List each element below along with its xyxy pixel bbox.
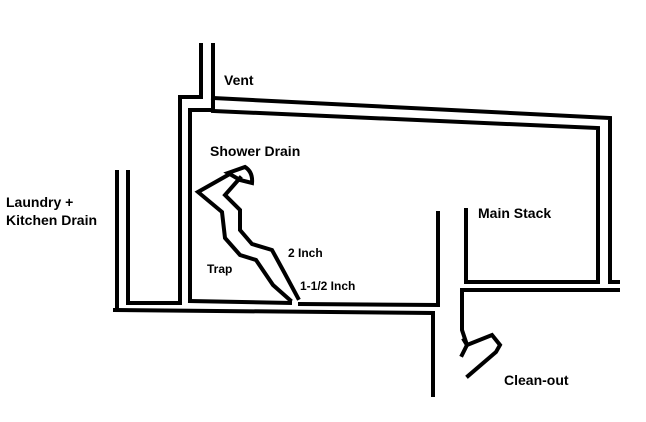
- shower-trap-right: [222, 175, 301, 301]
- drain-line-inner: [187, 298, 293, 306]
- top-pipe-outer: [210, 95, 620, 284]
- shower-trap-left: [194, 172, 293, 303]
- shower-drain-head: [223, 164, 255, 186]
- laundry-label-line2: Kitchen Drain: [6, 212, 98, 228]
- vent-label: Vent: [224, 72, 254, 88]
- main-stack-label: Main Stack: [478, 205, 552, 221]
- laundry-pipe-right: [126, 170, 182, 305]
- two-inch-label: 2 Inch: [288, 246, 323, 260]
- top-pipe-inner: [210, 108, 600, 282]
- one-half-inch-label: 1-1/2 Inch: [300, 279, 356, 293]
- clean-out-pipe: [461, 332, 503, 379]
- main-stack: [464, 208, 600, 284]
- drain-line-outer: [112, 307, 435, 397]
- vent-pipe-outer: [178, 43, 203, 304]
- drain-line-inner-right: [297, 211, 440, 308]
- laundry-label-line1: Laundry +: [6, 194, 74, 210]
- trap-label: Trap: [207, 262, 233, 276]
- vent-pipe-inner: [188, 43, 215, 302]
- clean-out-label: Clean-out: [504, 372, 569, 388]
- shower-drain-label: Shower Drain: [210, 143, 301, 159]
- main-stack-lower: [459, 288, 620, 358]
